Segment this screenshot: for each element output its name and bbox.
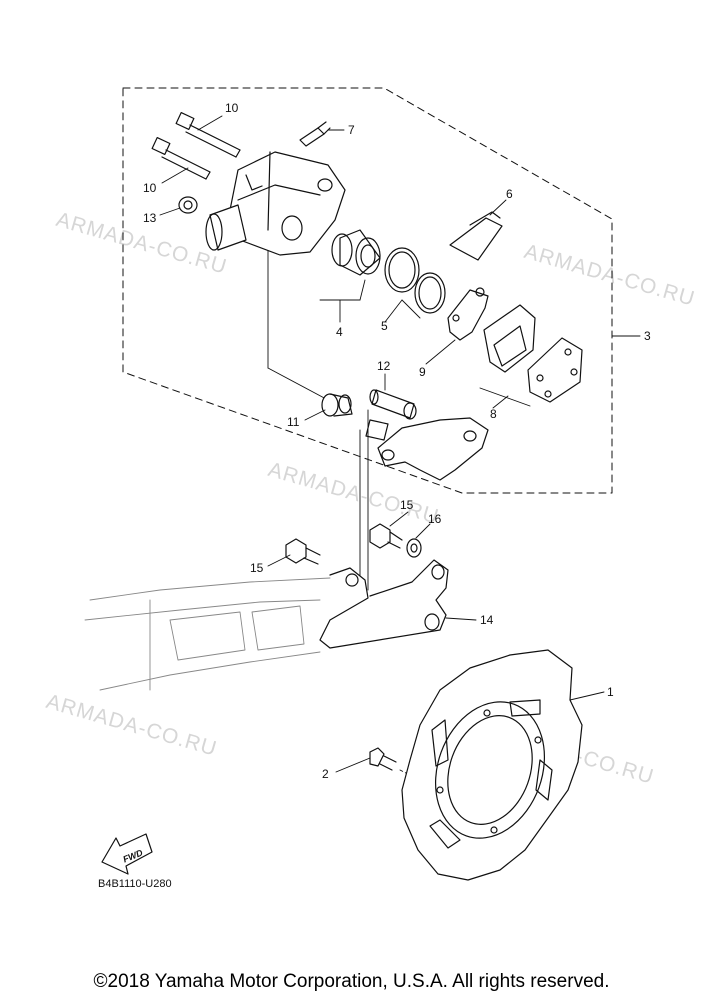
callout-8: 8 [490, 407, 497, 421]
callout-10: 10 [225, 101, 239, 115]
callout-5: 5 [381, 319, 388, 333]
callout-6: 6 [506, 187, 513, 201]
callout-4: 4 [336, 325, 343, 339]
callout-labels: 10 7 10 13 6 3 4 5 9 12 8 11 15 16 15 14… [121, 101, 651, 864]
callout-13: 13 [143, 211, 157, 225]
callout-11: 11 [287, 415, 300, 429]
pads-8 [483, 304, 583, 403]
callout-2: 2 [322, 767, 329, 781]
callout-15: 15 [250, 561, 264, 575]
callout-15: 15 [400, 498, 414, 512]
fwd-arrow-icon [101, 833, 153, 875]
seals-5 [384, 247, 446, 314]
caliper-bracket-14 [319, 559, 449, 649]
callout-12: 12 [377, 359, 391, 373]
pad-spring-6 [449, 211, 503, 261]
clip-9 [447, 287, 489, 341]
seal-13 [178, 196, 198, 214]
diagram-code: B4B1110-U280 [98, 878, 172, 890]
callout-16: 16 [428, 512, 442, 526]
bleeder-7 [299, 121, 331, 147]
bolt-10-lower [151, 137, 211, 180]
callout-leaders [159, 115, 605, 773]
callout-14: 14 [480, 613, 494, 627]
swingarm-outline [84, 577, 331, 691]
pin-12 [369, 389, 417, 420]
callout-10: 10 [143, 181, 157, 195]
bolt-10-upper [175, 112, 241, 158]
callout-7: 7 [348, 123, 355, 137]
screw-2 [369, 747, 397, 771]
callout-9: 9 [419, 365, 426, 379]
washer-16 [406, 538, 422, 558]
caliper-body [205, 151, 346, 256]
bolt-15-upper [369, 523, 403, 549]
callout-1: 1 [607, 685, 614, 699]
brake-disc-1 [401, 649, 583, 881]
boot-11 [321, 393, 353, 417]
callout-3: 3 [644, 329, 651, 343]
caliper-bracket [365, 417, 489, 481]
copyright-notice: ©2018 Yamaha Motor Corporation, U.S.A. A… [93, 971, 610, 992]
bolt-15-lower [285, 538, 321, 565]
assembly-boundary [122, 87, 613, 494]
piston-4 [331, 229, 381, 276]
